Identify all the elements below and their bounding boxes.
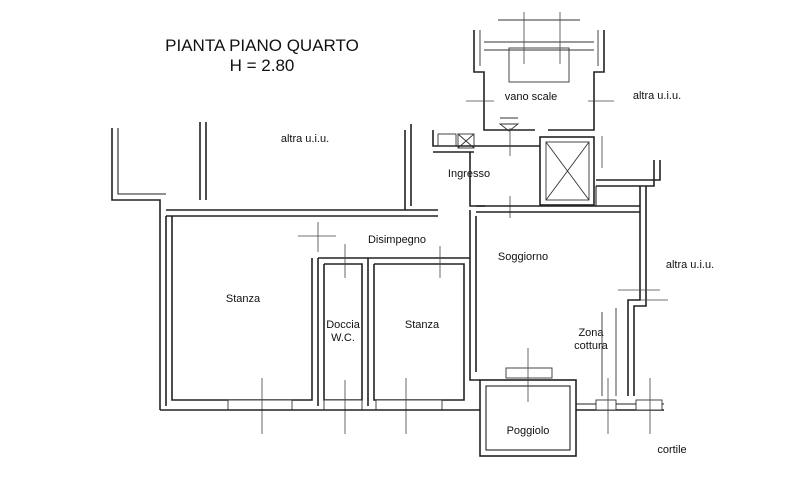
- label-poggiolo: Poggiolo: [507, 425, 550, 437]
- label-cortile: cortile: [657, 444, 686, 456]
- label-wc: W.C.: [331, 332, 355, 344]
- label-stanza-left: Stanza: [226, 293, 261, 305]
- label-soggiorno: Soggiorno: [498, 251, 548, 263]
- disimpegno-walls: [166, 209, 438, 252]
- label-altra-uiu-top-right: altra u.i.u.: [633, 90, 681, 102]
- top-left-walls: [111, 122, 412, 410]
- label-stanza-middle: Stanza: [405, 319, 440, 331]
- doccia-walls: [318, 244, 368, 434]
- stanza-middle-walls: [367, 246, 470, 434]
- soggiorno-walls: [469, 136, 668, 396]
- label-vano-scale: vano scale: [505, 91, 558, 103]
- lift-shaft: [539, 136, 595, 206]
- label-zona: Zona: [578, 327, 604, 339]
- label-altra-uiu-top-left: altra u.i.u.: [281, 133, 329, 145]
- stanza-left-walls: [165, 216, 319, 434]
- plan-height: H = 2.80: [230, 56, 295, 75]
- label-doccia: Doccia: [326, 319, 361, 331]
- plan-title: PIANTA PIANO QUARTO: [165, 36, 359, 55]
- stairwell: [466, 12, 614, 132]
- label-altra-uiu-right: altra u.i.u.: [666, 259, 714, 271]
- label-ingresso: Ingresso: [448, 168, 490, 180]
- label-cottura: cottura: [574, 340, 609, 352]
- bottom-wall: [160, 378, 664, 434]
- poggiolo: [479, 348, 577, 457]
- label-disimpegno: Disimpegno: [368, 234, 426, 246]
